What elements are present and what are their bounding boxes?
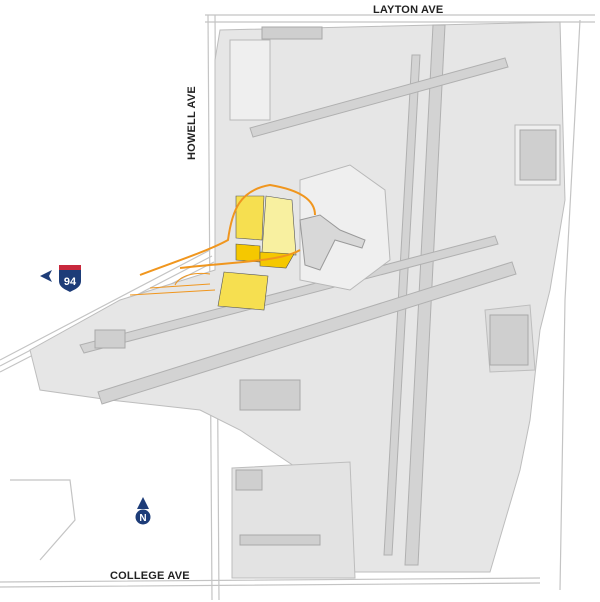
interstate-shield-icon — [59, 267, 81, 292]
access-roadways — [129, 183, 316, 296]
north-arrow: N — [135, 497, 151, 525]
runway-7r-25l — [97, 261, 517, 405]
compass-label: N — [139, 513, 146, 524]
interstate-94-marker: 94 — [40, 265, 81, 292]
terminal-main — [261, 195, 297, 256]
parking-structure-west — [235, 195, 265, 241]
concourse — [299, 214, 366, 271]
north-hangars — [229, 39, 271, 121]
parking-surface-a — [235, 243, 261, 263]
buildings — [94, 26, 557, 546]
street-label-college: COLLEGE AVE — [110, 570, 190, 582]
runway-13-31 — [249, 57, 509, 138]
parking-lot-south — [217, 271, 269, 311]
north-arrow-icon — [137, 497, 149, 509]
interstate-number: 94 — [64, 276, 77, 288]
west-road — [10, 479, 76, 561]
college-ave-road — [0, 577, 541, 588]
south-area — [231, 461, 356, 579]
direction-arrow-icon — [40, 270, 52, 282]
runways — [79, 24, 517, 566]
street-label-howell: HOWELL AVE — [186, 86, 198, 160]
east-road — [559, 19, 581, 591]
layton-ave-road — [205, 14, 595, 23]
street-label-layton: LAYTON AVE — [373, 4, 444, 16]
